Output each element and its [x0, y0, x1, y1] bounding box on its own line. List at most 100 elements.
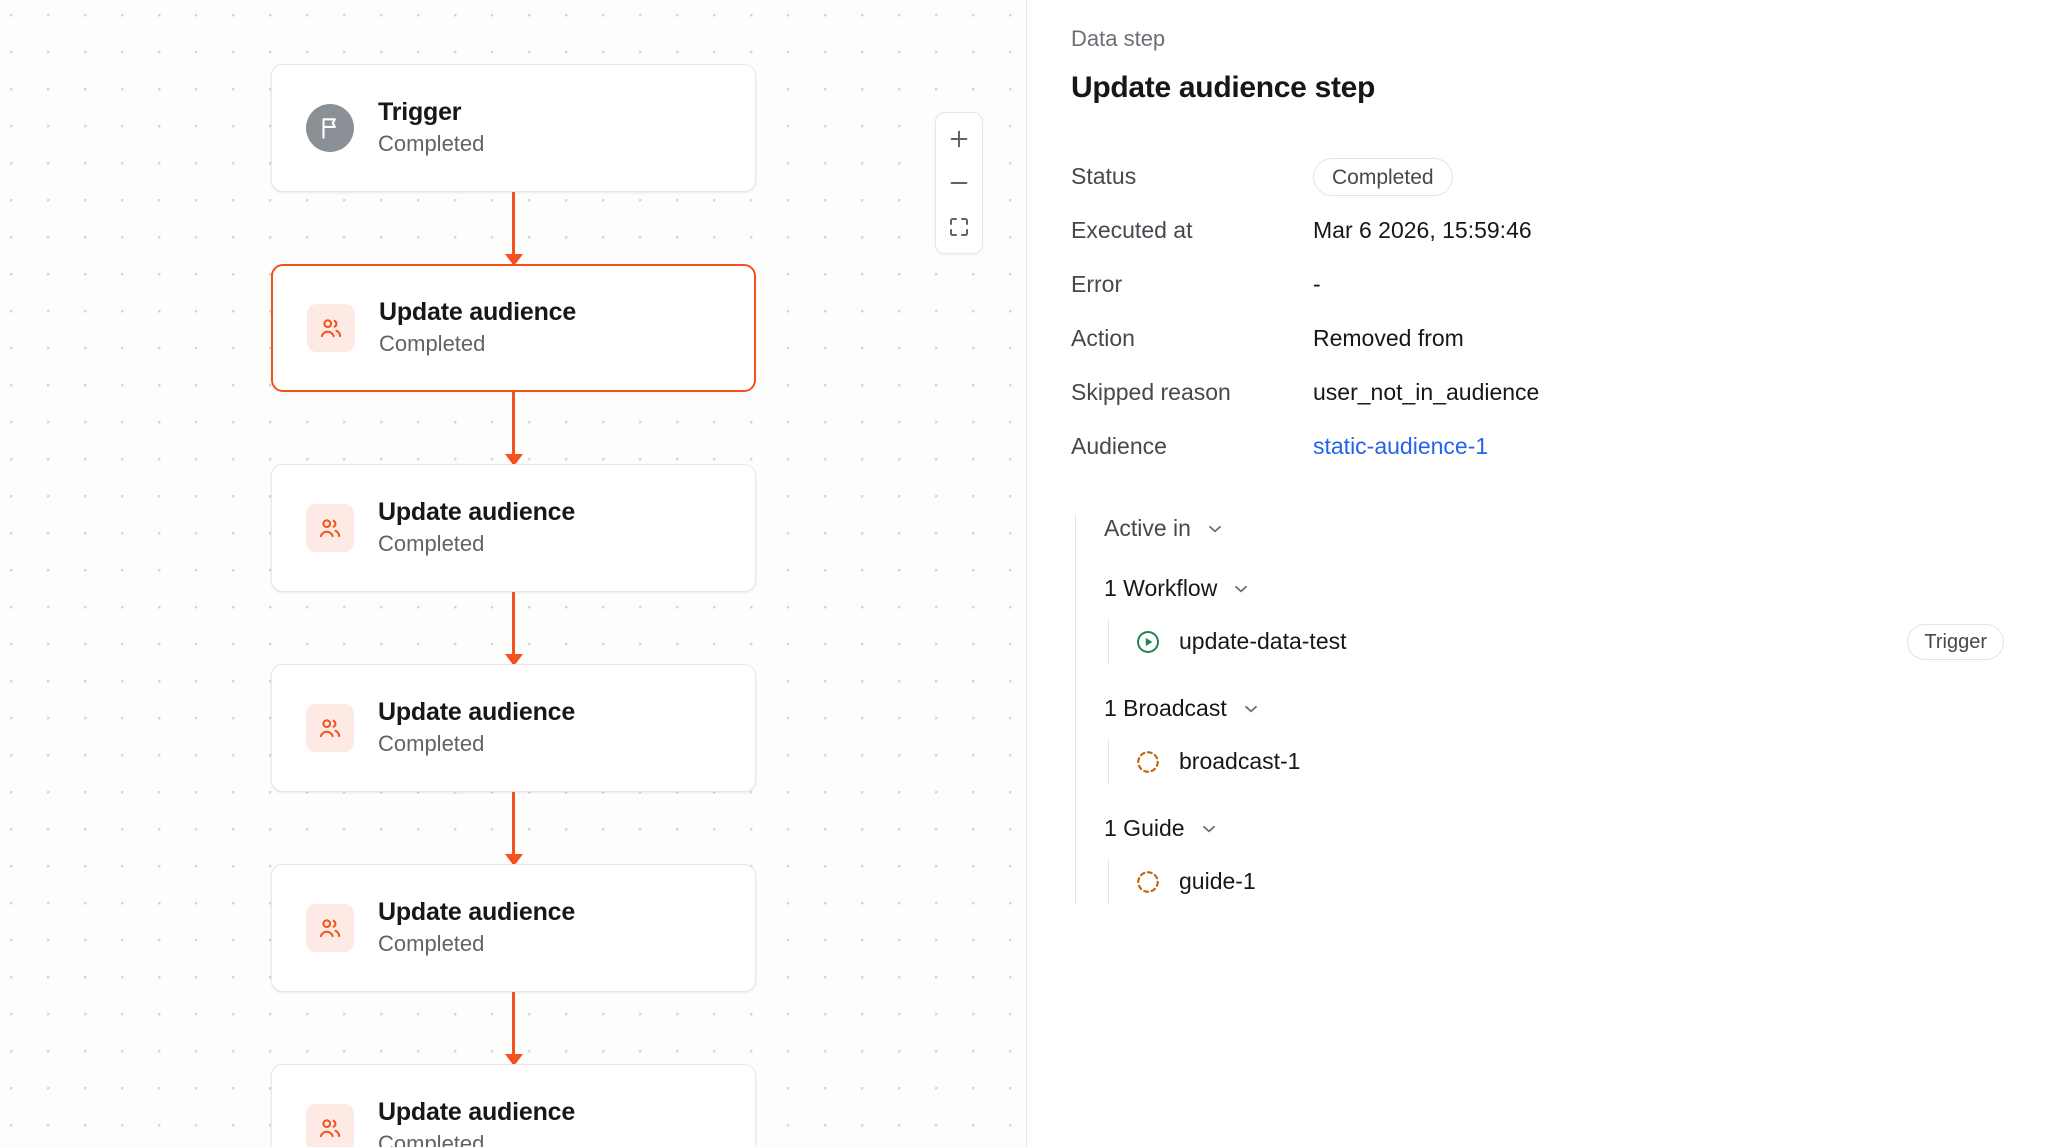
flow-connector [271, 592, 756, 666]
zoom-in-button[interactable] [936, 117, 982, 161]
page-title: Update audience step [1071, 71, 1376, 105]
detail-label: Status [1071, 163, 1137, 190]
node-title: Update audience [378, 1098, 576, 1127]
node-title: Update audience [378, 898, 576, 927]
play-circle-icon [1137, 631, 1159, 654]
node-icon-wrapper [306, 504, 354, 552]
panel-eyebrow: Data step [1071, 26, 1166, 51]
dashed-circle-icon [1137, 871, 1159, 893]
detail-label: Executed at [1071, 217, 1193, 244]
entity-list: update-data-test Trigger [1108, 620, 2004, 665]
node-status: Completed [378, 131, 485, 157]
node-status: Completed [378, 731, 485, 757]
node-icon-wrapper [306, 1104, 354, 1147]
status-badge: Completed [1313, 158, 1453, 197]
entity-badge: Trigger [1907, 624, 2004, 661]
group-label: 1 Guide [1104, 815, 1185, 842]
connector-arrow [504, 254, 523, 266]
chevron-down-icon [1244, 706, 1257, 713]
dashed-circle-icon [1137, 751, 1159, 773]
detail-label: Error [1071, 271, 1123, 298]
detail-row: Executed at Mar 6 2026, 15:59:46 [1071, 210, 2004, 252]
users-icon [319, 519, 341, 538]
flow-connector [271, 992, 756, 1066]
detail-value-link[interactable]: static-audience-1 [1313, 433, 1489, 460]
entity-name: guide-1 [1179, 868, 1256, 894]
detail-label: Action [1071, 325, 1135, 352]
active-in-groups: 1 Workflow update-data-test Trigger 1 Broad… [1104, 574, 2004, 904]
node-title: Update audience [379, 298, 577, 327]
flow-connector [271, 792, 756, 866]
users-icon [319, 719, 341, 738]
flow-connector [271, 392, 756, 466]
group-label: 1 Workflow [1104, 575, 1218, 602]
zoom-out-button[interactable] [936, 161, 982, 205]
detail-value: Mar 6 2026, 15:59:46 [1313, 217, 1532, 244]
detail-label: Audience [1071, 433, 1167, 460]
connector-line [512, 992, 515, 1064]
node-title: Update audience [378, 698, 576, 727]
active-in-disclosure[interactable]: Active in [1104, 514, 2004, 544]
node-icon-wrapper [306, 704, 354, 752]
active-in-group: 1 Guide guide-1 [1104, 814, 2004, 904]
node-icon-wrapper [306, 904, 354, 952]
active-in-section: Active in 1 Workflow update-data-test Trig… [1075, 514, 2004, 904]
detail-row: Error - [1071, 264, 2004, 306]
detail-label: Skipped reason [1071, 379, 1231, 406]
entity-list: broadcast-1 [1108, 740, 2004, 785]
group-disclosure[interactable]: 1 Broadcast [1104, 694, 2004, 724]
active-in-group: 1 Broadcast broadcast-1 [1104, 694, 2004, 785]
detail-value: - [1313, 271, 1321, 298]
connector-arrow [504, 1054, 523, 1066]
connector-line [512, 792, 515, 864]
entity-name: broadcast-1 [1179, 748, 1301, 775]
node-status: Completed [378, 531, 485, 557]
chevron-down-icon [1202, 825, 1215, 833]
detail-row: Status Completed [1071, 156, 2004, 198]
group-label: 1 Broadcast [1104, 695, 1227, 722]
group-disclosure[interactable]: 1 Workflow [1104, 574, 2004, 604]
users-icon [319, 919, 341, 938]
zoom-controls [935, 112, 983, 254]
chevron-down-icon [1209, 526, 1221, 533]
detail-row: Skipped reason user_not_in_audience [1071, 372, 2004, 414]
active-in-label: Active in [1104, 515, 1191, 542]
entity-list: guide-1 [1108, 859, 2004, 904]
node-icon-wrapper [306, 104, 354, 152]
connector-line [512, 392, 515, 464]
chevron-down-icon [1235, 586, 1248, 593]
connector-arrow [504, 454, 523, 466]
connector-line [512, 592, 515, 664]
detail-value: Removed from [1313, 325, 1464, 352]
detail-value: user_not_in_audience [1313, 379, 1540, 406]
detail-panel: Data step Update audience step Status Com… [1026, 0, 2048, 1147]
users-icon [320, 319, 342, 338]
connector-arrow [504, 654, 523, 666]
detail-row: Action Removed from [1071, 318, 2004, 360]
node-status: Completed [378, 931, 485, 957]
node-status: Completed [378, 1131, 485, 1147]
entity-row[interactable]: broadcast-1 [1135, 740, 2004, 784]
detail-row: Audience static-audience-1 [1071, 426, 2004, 468]
entity-row[interactable]: guide-1 [1135, 860, 2004, 904]
node-title: Trigger [378, 98, 462, 127]
entity-name: update-data-test [1179, 628, 1347, 655]
entity-row[interactable]: update-data-test Trigger [1135, 620, 2004, 664]
group-disclosure[interactable]: 1 Guide [1104, 814, 2004, 844]
users-icon [319, 1119, 341, 1138]
flag-icon [322, 118, 336, 139]
node-status: Completed [379, 331, 486, 357]
fit-view-button[interactable] [936, 205, 982, 249]
node-title: Update audience [378, 498, 576, 527]
active-in-group: 1 Workflow update-data-test Trigger [1104, 574, 2004, 665]
